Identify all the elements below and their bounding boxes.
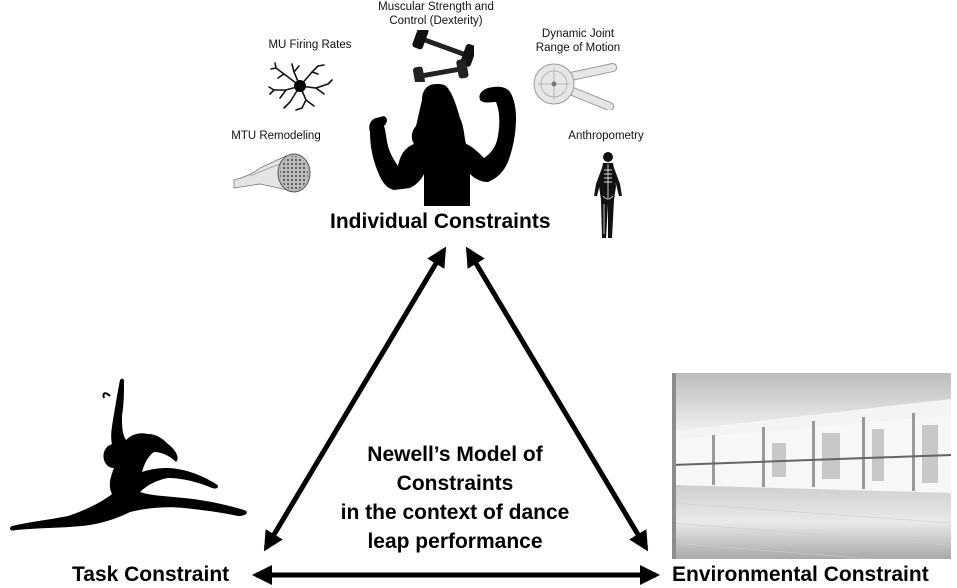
center-line-4: leap performance — [367, 530, 543, 553]
dumbbell-icon — [412, 30, 474, 82]
goniometer-icon — [533, 63, 618, 110]
center-line-1: Newell’s Model of — [367, 443, 543, 466]
mu-firing-label: MU Firing Rates — [268, 39, 352, 51]
neuron-icon — [268, 62, 333, 111]
center-caption: Newell’s Model of Constraints in the con… — [330, 440, 580, 556]
arrow-individual-environment — [465, 246, 649, 552]
individual-constraints-title: Individual Constraints — [330, 210, 551, 233]
center-line-3: in the context of dance — [340, 501, 570, 524]
rom-label: Dynamic Joint Range of Motion — [535, 28, 621, 54]
anthro-label: Anthropometry — [568, 130, 644, 142]
arrow-individual-task — [263, 246, 447, 552]
center-line-2: Constraints — [396, 472, 514, 495]
skeleton-figure-icon — [594, 152, 622, 238]
dancer-leap-silhouette — [9, 378, 247, 531]
task-constraint-title: Task Constraint — [72, 563, 230, 586]
mtu-label: MTU Remodeling — [231, 130, 321, 142]
flexing-woman-silhouette — [369, 84, 516, 206]
dance-studio-photo — [672, 373, 951, 559]
environmental-constraint-title: Environmental Constraint — [672, 563, 929, 586]
muscle-fiber-icon — [233, 153, 311, 193]
strength-label: Muscular Strength and Control (Dexterity… — [378, 1, 494, 27]
